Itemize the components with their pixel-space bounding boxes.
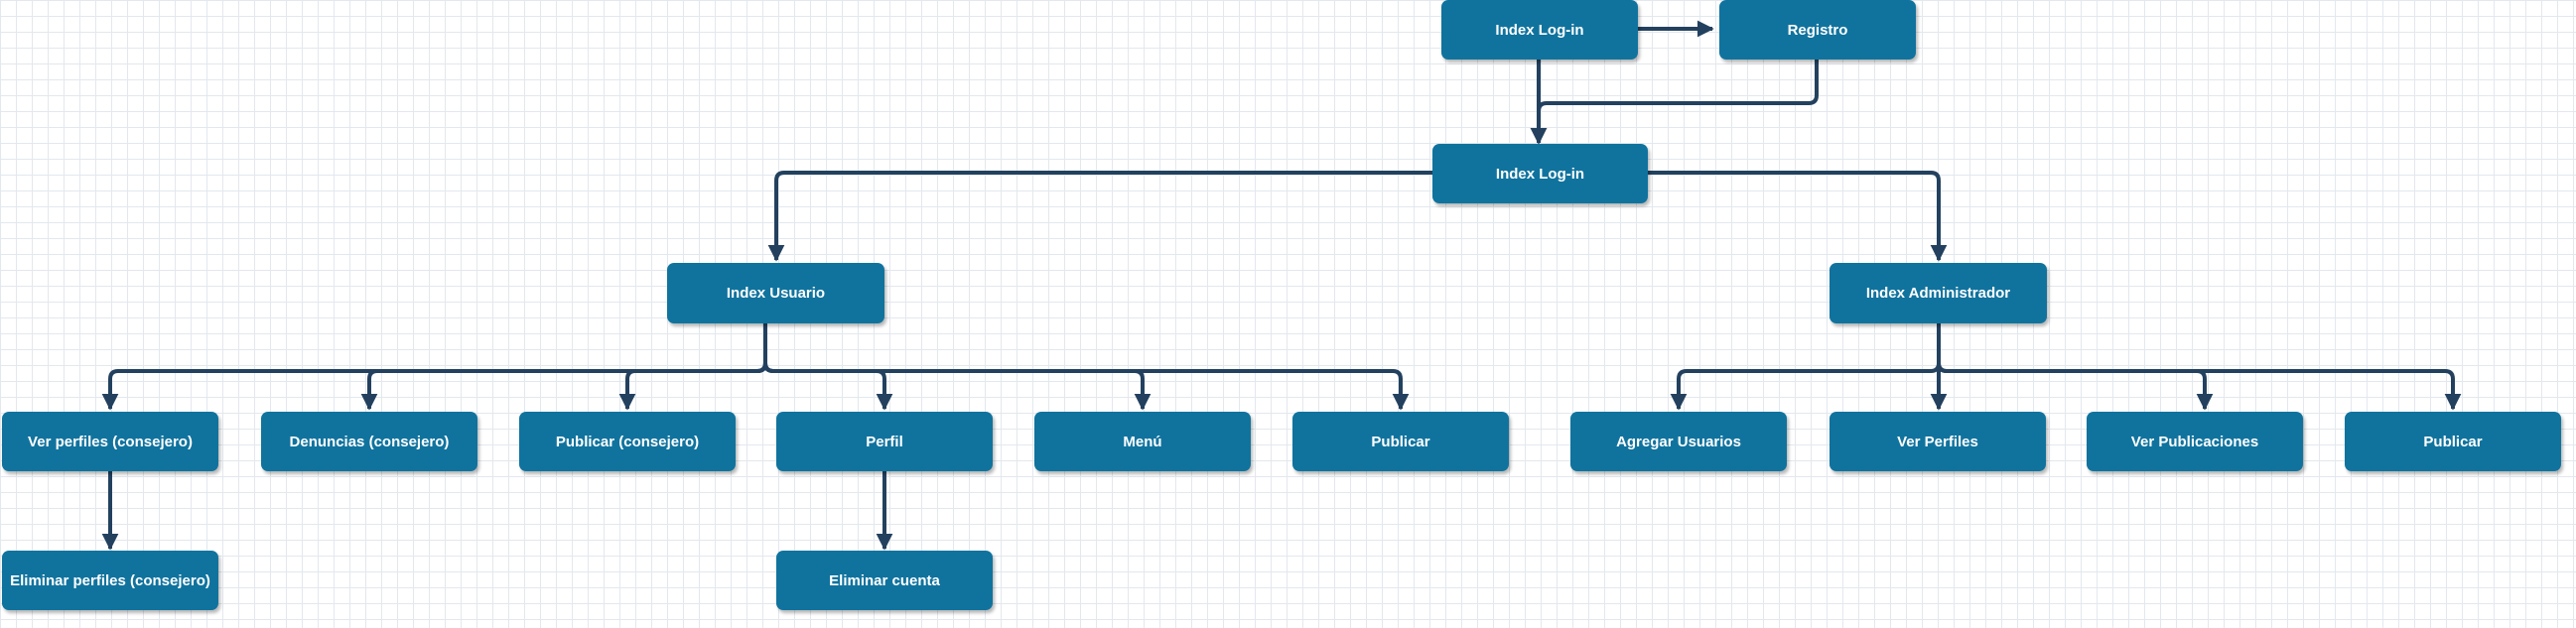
- node-ver-perfiles-admin-box[interactable]: Ver Perfiles: [1830, 412, 2046, 471]
- node-eliminar-cuenta[interactable]: Eliminar cuenta: [776, 551, 993, 610]
- node-perfil[interactable]: Perfil: [776, 412, 993, 471]
- node-ver-publicaciones[interactable]: Ver Publicaciones: [2087, 412, 2303, 471]
- node-label: Agregar Usuarios: [1616, 433, 1741, 450]
- node-eliminar-perfiles-consejero[interactable]: Eliminar perfiles (consejero): [2, 551, 218, 610]
- node-ver-perfiles-consejero-box[interactable]: Ver perfiles (consejero): [2, 412, 218, 471]
- node-denuncias-consejero[interactable]: Denuncias (consejero): [261, 412, 477, 471]
- node-registro-box[interactable]: Registro: [1719, 0, 1916, 60]
- node-publicar-usuario-box[interactable]: Publicar: [1292, 412, 1509, 471]
- node-ver-perfiles-consejero[interactable]: Ver perfiles (consejero): [2, 412, 218, 471]
- node-index-usuario-box[interactable]: Index Usuario: [667, 263, 884, 323]
- node-label: Ver Publicaciones: [2130, 433, 2259, 450]
- node-index-login-top[interactable]: Index Log-in: [1441, 0, 1638, 60]
- node-agregar-usuarios[interactable]: Agregar Usuarios: [1570, 412, 1787, 471]
- node-index-login-main-box[interactable]: Index Log-in: [1432, 144, 1648, 203]
- node-registro[interactable]: Registro: [1719, 0, 1916, 60]
- node-eliminar-cuenta-box[interactable]: Eliminar cuenta: [776, 551, 993, 610]
- edge-index-usuario-to-publicar-consejero: [618, 323, 767, 411]
- node-label: Registro: [1787, 21, 1848, 39]
- edge-index-usuario-to-denuncias-consejero: [360, 323, 767, 411]
- node-publicar-admin[interactable]: Publicar: [2345, 412, 2561, 471]
- edge-index-admin-to-publicar: [1937, 323, 2462, 411]
- node-ver-perfiles-admin[interactable]: Ver Perfiles: [1830, 412, 2046, 471]
- node-label: Perfil: [866, 433, 903, 450]
- node-index-administrador[interactable]: Index Administrador: [1830, 263, 2047, 323]
- node-index-login-top-box[interactable]: Index Log-in: [1441, 0, 1638, 60]
- node-publicar-admin-box[interactable]: Publicar: [2345, 412, 2561, 471]
- edge-index-usuario-to-ver-perfiles-consejero: [101, 323, 767, 411]
- node-label: Publicar (consejero): [555, 433, 700, 450]
- node-label: Publicar: [1371, 433, 1430, 450]
- edge-registro-to-login-main: [1530, 60, 1819, 145]
- edge-index-usuario-to-publicar: [763, 323, 1410, 411]
- node-denuncias-consejero-box[interactable]: Denuncias (consejero): [261, 412, 477, 471]
- node-menu-box[interactable]: Menú: [1034, 412, 1251, 471]
- node-label: Denuncias (consejero): [289, 433, 450, 450]
- node-publicar-usuario[interactable]: Publicar: [1292, 412, 1509, 471]
- node-index-login-main[interactable]: Index Log-in: [1432, 144, 1648, 203]
- node-label: Publicar: [2423, 433, 2483, 450]
- node-publicar-consejero-box[interactable]: Publicar (consejero): [519, 412, 736, 471]
- node-label: Eliminar perfiles (consejero): [10, 571, 210, 589]
- node-label: Index Usuario: [726, 285, 826, 302]
- node-label: Menú: [1123, 433, 1162, 450]
- edge-index-admin-to-agregar-usuarios: [1670, 323, 1941, 411]
- node-label: Eliminar cuenta: [829, 571, 940, 589]
- edge-login-main-to-index-admin: [1648, 171, 1948, 262]
- edge-index-admin-to-ver-publicaciones: [1937, 323, 2214, 411]
- node-index-usuario[interactable]: Index Usuario: [667, 263, 884, 323]
- node-index-administrador-box[interactable]: Index Administrador: [1830, 263, 2047, 323]
- edge-index-usuario-to-menu: [763, 323, 1152, 411]
- node-label: Index Administrador: [1865, 285, 2011, 302]
- edge-login-main-to-index-usuario: [767, 171, 1432, 262]
- edge-index-usuario-to-perfil: [763, 323, 893, 411]
- node-label: Ver perfiles (consejero): [28, 433, 193, 450]
- node-perfil-box[interactable]: Perfil: [776, 412, 993, 471]
- node-label: Ver Perfiles: [1897, 433, 1978, 450]
- node-label: Index Log-in: [1495, 21, 1584, 39]
- node-eliminar-perfiles-consejero-box[interactable]: Eliminar perfiles (consejero): [2, 551, 218, 610]
- node-ver-publicaciones-box[interactable]: Ver Publicaciones: [2087, 412, 2303, 471]
- node-label: Index Log-in: [1495, 165, 1585, 183]
- node-agregar-usuarios-box[interactable]: Agregar Usuarios: [1570, 412, 1787, 471]
- node-publicar-consejero[interactable]: Publicar (consejero): [519, 412, 736, 471]
- node-menu[interactable]: Menú: [1034, 412, 1251, 471]
